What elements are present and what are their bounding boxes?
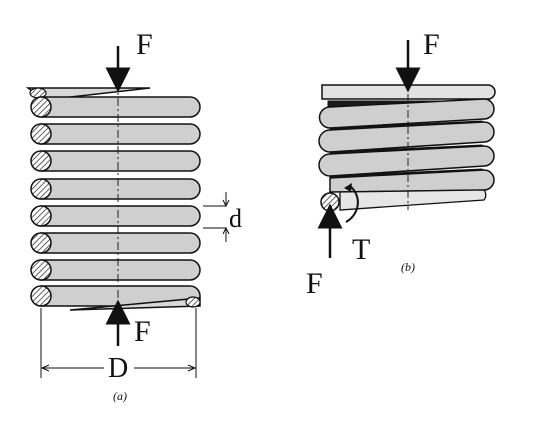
wire-section-b xyxy=(320,192,340,212)
figure-a: F F d D (a) xyxy=(25,28,242,403)
torque-arrow xyxy=(345,185,359,223)
coil-diameter-dimension xyxy=(40,308,197,378)
torque-arrowhead xyxy=(344,183,352,192)
force-label-bottom-a: F xyxy=(134,315,151,348)
torque-label: T xyxy=(352,233,370,266)
caption-a: (a) xyxy=(113,389,127,403)
bottom-end-section-a xyxy=(185,296,201,308)
bottom-end-wedge-b xyxy=(339,189,487,211)
caption-b: (b) xyxy=(401,260,415,274)
coil-turns-a xyxy=(40,96,201,307)
coil-diameter-label: D xyxy=(108,353,128,384)
force-label-bottom-b: F xyxy=(306,267,323,300)
figure-b: F F T (b) xyxy=(306,28,496,300)
force-label-top-a: F xyxy=(136,28,153,61)
wire-sections-a xyxy=(30,96,52,307)
wire-diameter-dimension xyxy=(203,192,230,242)
wire-diameter-label: d xyxy=(229,204,242,233)
force-label-top-b: F xyxy=(423,28,440,61)
coil-turns-b xyxy=(318,98,495,193)
